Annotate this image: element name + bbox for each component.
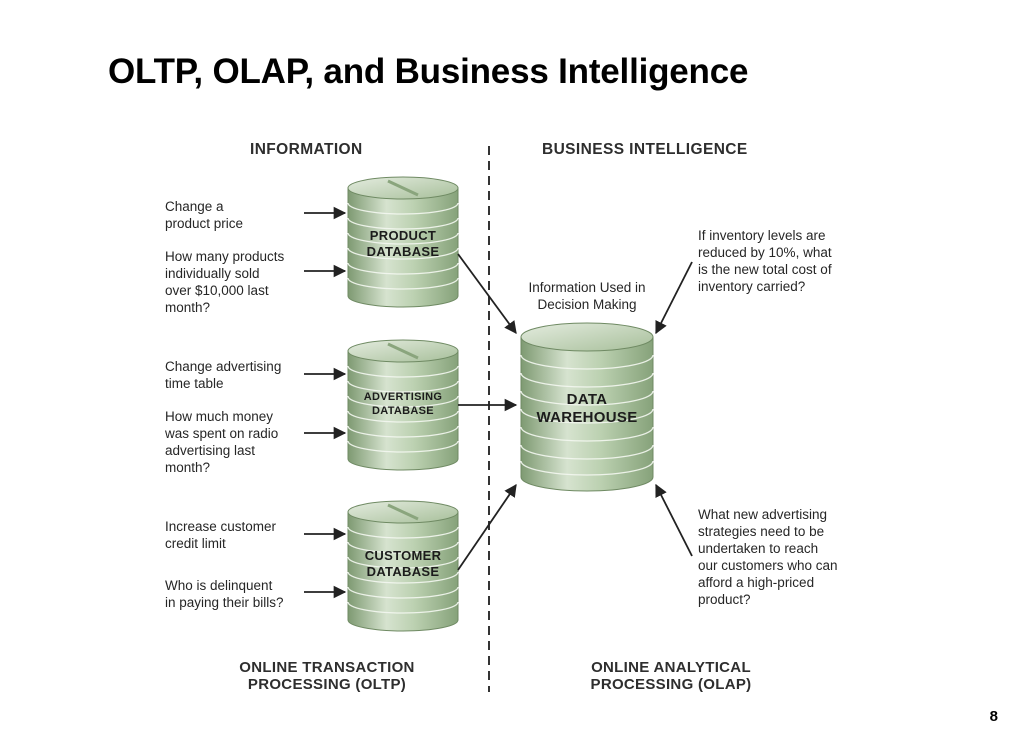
data-warehouse-label: DATA WAREHOUSE bbox=[536, 391, 638, 426]
customer-database-cylinder bbox=[347, 500, 459, 632]
question-change-ad-timetable: Change advertising time table bbox=[165, 359, 282, 391]
customer-database-label: CUSTOMER DATABASE bbox=[364, 548, 442, 579]
question-credit-limit: Increase customer credit limit bbox=[165, 519, 277, 551]
arrow-bi-q1-to-warehouse bbox=[655, 261, 693, 335]
page-number: 8 bbox=[989, 708, 998, 725]
advertising-database-cylinder bbox=[347, 339, 459, 471]
arrow-bi-q2-to-warehouse bbox=[655, 483, 693, 557]
advertising-database-label: ADVERTISING DATABASE bbox=[363, 391, 443, 417]
olap-footer: ONLINE ANALYTICAL PROCESSING (OLAP) bbox=[590, 659, 752, 693]
question-radio-spend: How much money was spent on radio advert… bbox=[165, 409, 279, 475]
question-delinquent: Who is delinquent in paying their bills? bbox=[165, 578, 284, 610]
information-used-caption: Information Used in Decision Making bbox=[528, 280, 646, 312]
oltp-footer: ONLINE TRANSACTION PROCESSING (OLTP) bbox=[239, 659, 415, 693]
data-warehouse-cylinder bbox=[520, 322, 654, 492]
information-header: INFORMATION bbox=[250, 141, 363, 158]
product-database-cylinder bbox=[347, 176, 459, 308]
bi-question-inventory: If inventory levels are reduced by 10%, … bbox=[698, 228, 832, 294]
business-intelligence-header: BUSINESS INTELLIGENCE bbox=[542, 141, 748, 158]
question-products-sold: How many products individually sold over… bbox=[165, 249, 285, 315]
arrow-customer-to-warehouse bbox=[457, 483, 517, 571]
slide-title: OLTP, OLAP, and Business Intelligence bbox=[108, 52, 749, 91]
arrow-product-to-warehouse bbox=[457, 253, 517, 335]
product-database-label: PRODUCT DATABASE bbox=[366, 228, 440, 259]
bi-question-advertising-strategies: What new advertising strategies need to … bbox=[698, 507, 838, 607]
question-change-price: Change a product price bbox=[165, 199, 244, 231]
